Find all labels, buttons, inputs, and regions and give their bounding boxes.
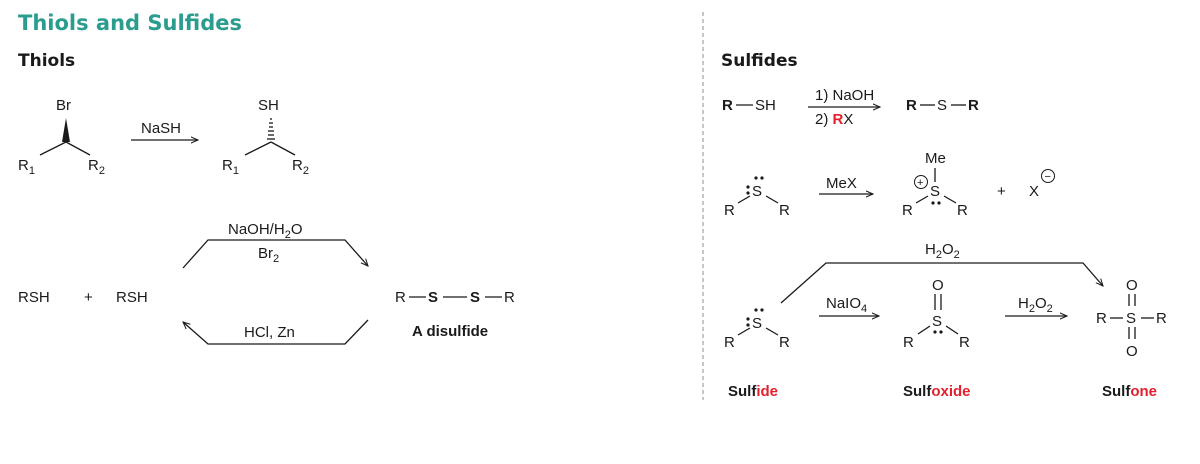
sulfone-label: Sulfone [1102, 383, 1157, 400]
bond [943, 195, 957, 204]
reagent-naoh: 1) NaOH [815, 87, 874, 104]
reverse-arrow-reduction [183, 319, 369, 345]
sulfur: S [932, 313, 942, 330]
r1-label: R1 [18, 157, 35, 177]
hash-bond [267, 118, 275, 140]
sh-group: SH [258, 97, 279, 114]
reagent-mex: MeX [826, 175, 857, 192]
bond [915, 195, 929, 204]
reagent-naoh-h2o: NaOH/H2O [228, 221, 302, 241]
methyl-group: Me [925, 150, 946, 167]
oxygen-bottom: O [1126, 343, 1138, 360]
negative-charge-icon [1041, 169, 1055, 183]
sulfonium-ion: Me S + R R [902, 150, 968, 219]
sulfone: O S R R O [1096, 277, 1167, 360]
rsh-right: RSH [116, 289, 148, 306]
rsh-left: RSH [18, 289, 50, 306]
plus-sign: + [997, 183, 1006, 200]
sulfoxide-label: Sulfoxide [903, 383, 971, 400]
r-right: R [504, 289, 515, 306]
reagent-naio4: NaIO4 [826, 295, 867, 315]
bond-r1 [244, 141, 272, 156]
bond-r2 [65, 141, 91, 156]
positive-charge-icon [914, 175, 928, 189]
r-right: R [968, 97, 979, 114]
sulfur-2: S [470, 289, 480, 306]
page-title: Thiols and Sulfides [18, 11, 242, 35]
reagent-h2o2-direct: H2O2 [925, 241, 960, 261]
bond [945, 325, 959, 335]
forward-arrow-oxidation [182, 239, 368, 269]
bond [765, 327, 779, 336]
bond [737, 195, 751, 204]
halide-ion: X [1029, 183, 1039, 200]
sulfur: S [1126, 310, 1136, 327]
bond [917, 325, 931, 335]
sulfur: S [937, 97, 947, 114]
r-left: R [1096, 310, 1107, 327]
r-left: R [903, 334, 914, 351]
r-group: R [722, 97, 733, 114]
sulfide-label: Sulfide [728, 383, 778, 400]
thiol-product: SH R1 R2 [222, 97, 309, 177]
r2-label: R2 [292, 157, 309, 177]
r2-label: R2 [88, 157, 105, 177]
dialkyl-sulfide: S R R [724, 176, 790, 219]
nash-reagent: NaSH [141, 120, 181, 137]
sh-group: SH [755, 97, 776, 114]
bond [737, 327, 751, 336]
oxygen-top: O [1126, 277, 1138, 294]
sulfide-product: R S R [906, 97, 979, 114]
r-right: R [779, 334, 790, 351]
svg-text:+: + [917, 177, 923, 189]
disulfide-caption: A disulfide [412, 323, 488, 340]
sulfoxide: O S R R [903, 277, 970, 351]
sulfides-heading: Sulfides [721, 51, 798, 71]
alkyl-bromide: Br R1 R2 [18, 97, 105, 177]
svg-text:−: − [1045, 171, 1051, 183]
r-left: R [906, 97, 917, 114]
r-right: R [1156, 310, 1167, 327]
reagent-br2: Br2 [258, 245, 279, 265]
r-right: R [959, 334, 970, 351]
bromine-atom: Br [56, 97, 71, 114]
sulfur: S [930, 183, 940, 200]
r-right: R [779, 202, 790, 219]
r1-label: R1 [222, 157, 239, 177]
reagent-h2o2: H2O2 [1018, 295, 1053, 315]
sulfide-start: S R R [724, 308, 790, 351]
wedge-bond [62, 118, 70, 142]
reaction-arrow-direct-oxidation [780, 262, 1103, 304]
r-left: R [902, 202, 913, 219]
r-left: R [724, 334, 735, 351]
bond-r1 [39, 141, 67, 156]
r-right: R [957, 202, 968, 219]
thiols-heading: Thiols [18, 51, 75, 71]
r-left: R [395, 289, 406, 306]
bond [765, 195, 779, 204]
oxygen: O [932, 277, 944, 294]
disulfide-product: R S S R [395, 289, 515, 306]
sulfur-1: S [428, 289, 438, 306]
bond-r2 [270, 141, 296, 156]
plus-sign: + [84, 289, 93, 306]
sulfur: S [752, 183, 762, 200]
reagent-rx: 2) RX [815, 111, 853, 128]
sulfur: S [752, 315, 762, 332]
reagent-hcl-zn: HCl, Zn [244, 324, 295, 341]
r-left: R [724, 202, 735, 219]
